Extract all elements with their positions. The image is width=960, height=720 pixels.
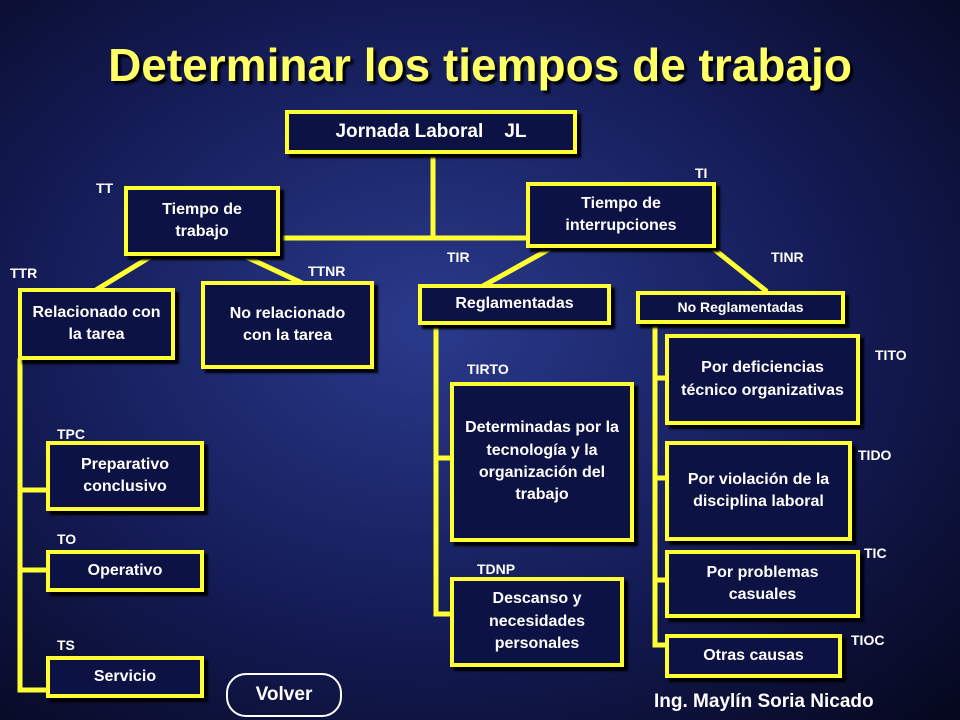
tiempo-interrupciones-box: Tiempo de interrupciones	[526, 182, 716, 248]
label-tir: TIR	[447, 249, 470, 265]
operativo-box: Operativo	[46, 550, 204, 592]
jornada-laboral-box: Jornada Laboral JL	[285, 110, 577, 154]
no-reglamentadas-box: No Reglamentadas	[636, 291, 845, 324]
problemas-box: Por problemas casuales	[665, 550, 860, 618]
deficiencias-box: Por deficiencias técnico organizativas	[665, 334, 860, 425]
label-tioc: TIOC	[851, 632, 885, 648]
no-relacionado-box: No relacionado con la tarea	[201, 281, 374, 369]
reglamentadas-box: Reglamentadas	[418, 284, 611, 325]
label-tpc: TPC	[57, 426, 85, 442]
label-tt: TT	[96, 180, 114, 196]
label-to: TO	[57, 531, 77, 547]
servicio-box: Servicio	[46, 656, 204, 698]
violacion-box: Por violación de la disciplina laboral	[665, 441, 852, 541]
label-ttr: TTR	[10, 265, 38, 281]
label-tido: TIDO	[858, 447, 892, 463]
label-tinr: TINR	[771, 249, 804, 265]
determinadas-box: Determinadas por la tecnología y la orga…	[450, 382, 634, 542]
label-tdnp: TDNP	[477, 561, 516, 577]
relacionado-box: Relacionado con la tarea	[18, 288, 175, 360]
label-tito: TITO	[875, 347, 907, 363]
otras-causas-box: Otras causas	[665, 634, 842, 678]
label-tirto: TIRTO	[467, 361, 509, 377]
page-title: Determinar los tiempos de trabajo	[108, 39, 852, 91]
label-ti: TI	[695, 165, 708, 181]
tiempo-trabajo-box: Tiempo de trabajo	[124, 186, 280, 256]
label-tic: TIC	[864, 545, 887, 561]
author-name: Ing. Maylín Soria Nicado	[654, 691, 874, 712]
volver-button[interactable]: Volver	[226, 673, 342, 717]
label-ttnr: TTNR	[308, 263, 346, 279]
preparativo-box: Preparativo conclusivo	[46, 441, 204, 511]
label-ts: TS	[57, 637, 75, 653]
descanso-box: Descanso y necesidades personales	[450, 577, 624, 667]
